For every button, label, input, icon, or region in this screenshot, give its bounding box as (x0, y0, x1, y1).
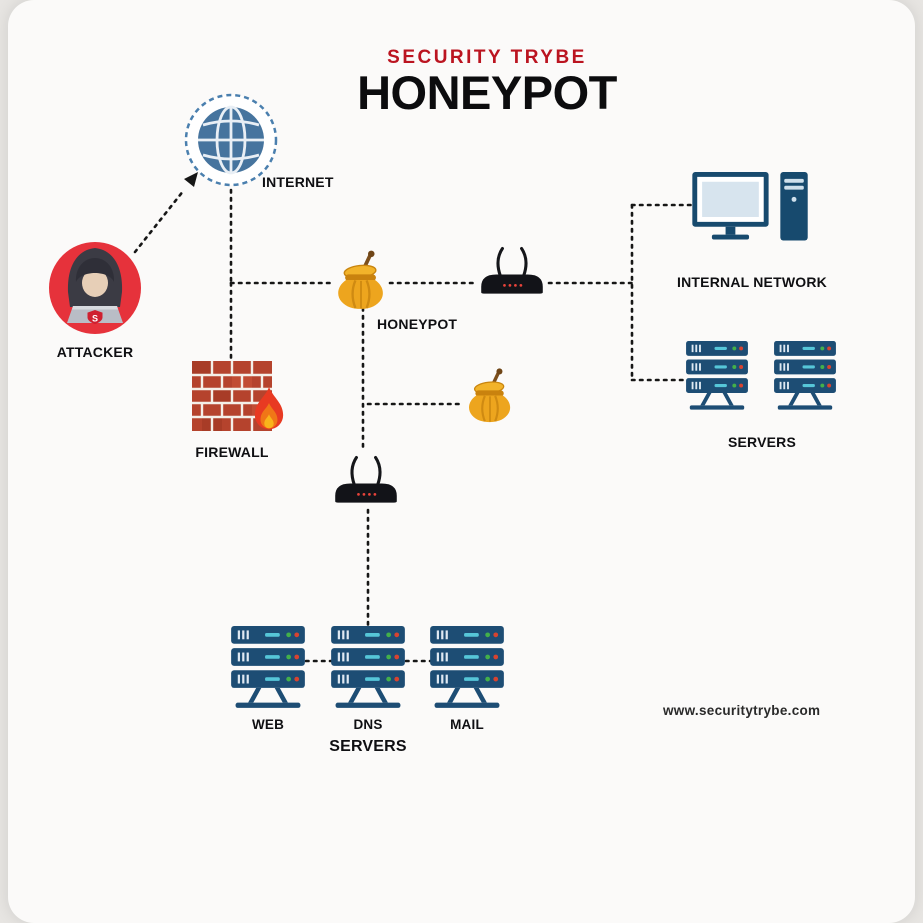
internet-node (183, 92, 279, 188)
attacker-label: ATTACKER (56, 344, 134, 360)
mail-label: MAIL (450, 717, 484, 732)
page-title: HONEYPOT (357, 66, 617, 119)
honeypot2-node (464, 366, 516, 424)
svg-text:S: S (92, 314, 98, 324)
servers-right-label: SERVERS (727, 434, 797, 450)
server-rack-icon (231, 626, 305, 708)
server-rack-icon (331, 626, 405, 708)
honeypot-icon (467, 366, 512, 424)
honeypot-icon (336, 248, 385, 311)
router-bottom-node (328, 452, 404, 505)
firewall-label: FIREWALL (195, 444, 269, 460)
mail-server-node (430, 626, 504, 713)
brand-text: SECURITY TRYBE (387, 47, 587, 68)
web-label: WEB (251, 717, 285, 732)
honeypot-label: HONEYPOT (377, 316, 458, 332)
computer-icon (692, 172, 808, 241)
server-rack-icon (686, 341, 748, 410)
flame-node (250, 386, 288, 435)
router-icon (333, 455, 399, 505)
attacker-icon: S (49, 242, 141, 334)
dns-server-node (331, 626, 405, 713)
router-icon (479, 246, 545, 296)
internal-network-node (692, 172, 810, 260)
website-watermark: www.securitytrybe.com (663, 703, 821, 718)
servers-bottom-label: SERVERS (329, 738, 407, 755)
internet-label: INTERNET (262, 174, 334, 190)
internal-network-label: INTERNAL NETWORK (677, 274, 827, 290)
dns-label: DNS (353, 717, 383, 732)
servers-right-col1 (686, 341, 748, 414)
honeypot-node (333, 248, 389, 311)
internet-globe-icon (184, 93, 278, 187)
diagram-card (8, 0, 915, 923)
web-server-node (231, 626, 305, 713)
attacker-node: S (47, 240, 143, 336)
servers-right-col2 (774, 341, 836, 414)
router-top-node (474, 243, 550, 296)
server-rack-icon (430, 626, 504, 708)
flame-icon (254, 386, 284, 430)
server-rack-icon (774, 341, 836, 410)
